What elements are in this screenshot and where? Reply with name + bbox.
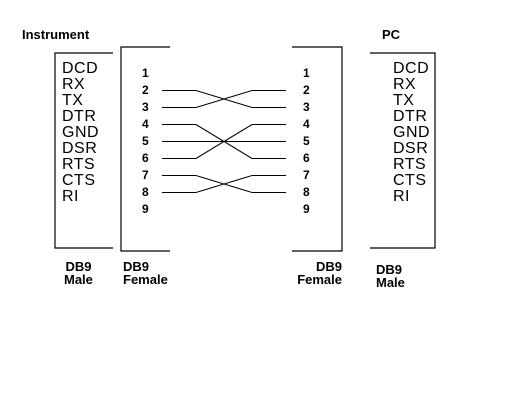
left-pin: 6 [142,151,149,165]
right-pin: 2 [303,83,310,97]
left-signal-ri: RI [62,188,79,205]
left-pin: 3 [142,100,149,114]
right-pin: 3 [303,100,310,114]
right-signal-dtr: DTR [393,108,428,125]
right-pin-list: 1 2 3 4 5 6 7 8 9 [303,65,310,218]
right-male-outline [370,52,436,249]
right-signal-rx: RX [393,76,417,93]
left-female-outline [120,46,170,252]
right-female-outline [292,46,343,252]
caption-line: DB9 [65,259,92,274]
caption-line: Male [376,275,405,290]
left-pin: 1 [142,66,149,80]
right-pin: 4 [303,117,310,131]
wire-8-to-7 [162,174,286,194]
right-signal-list: DCD RX TX DTR GND DSR RTS CTS RI [393,61,430,205]
left-signal-rts: RTS [62,156,96,173]
caption-line: DB9 [315,259,342,274]
left-pin-list: 1 2 3 4 5 6 7 8 9 [142,65,149,218]
right-pin: 8 [303,185,310,199]
left-pin: 7 [142,168,149,182]
left-signal-dsr: DSR [62,140,98,157]
caption-line: Male [64,272,93,287]
right-signal-rts: RTS [393,156,427,173]
left-pin: 5 [142,134,149,148]
caption-line: DB9 [123,259,150,274]
right-signal-dsr: DSR [393,140,429,157]
left-signal-dtr: DTR [62,108,97,125]
wire-6-to-4 [162,123,286,160]
left-signal-gnd: GND [62,124,100,141]
wire-3-to-2 [162,89,286,109]
right-signal-tx: TX [393,92,415,109]
right-signal-cts: CTS [393,172,427,189]
left-signal-list: DCD RX TX DTR GND DSR RTS CTS RI [62,61,99,205]
caption-line: Female [123,272,168,287]
right-pin: 6 [303,151,310,165]
pc-header: PC [382,27,401,42]
left-pin: 9 [142,202,149,216]
right-signal-gnd: GND [393,124,431,141]
right-pin: 5 [303,134,310,148]
left-male-caption: DB9 Male [64,260,93,286]
right-male-caption: DB9 Male [376,263,405,289]
right-signal-dcd: DCD [393,60,430,77]
left-signal-dcd: DCD [62,60,99,77]
left-pin: 2 [142,83,149,97]
left-male-outline [54,52,113,249]
caption-line: Female [297,272,342,287]
right-pin: 1 [303,66,310,80]
left-pin: 8 [142,185,149,199]
instrument-header: Instrument [22,27,90,42]
left-signal-rx: RX [62,76,86,93]
right-pin: 7 [303,168,310,182]
right-pin: 9 [303,202,310,216]
left-female-caption: DB9 Female [123,260,168,286]
right-female-caption: DB9 Female [286,260,342,286]
left-signal-cts: CTS [62,172,96,189]
caption-line: DB9 [376,262,403,277]
left-pin: 4 [142,117,149,131]
right-signal-ri: RI [393,188,410,205]
left-signal-tx: TX [62,92,84,109]
